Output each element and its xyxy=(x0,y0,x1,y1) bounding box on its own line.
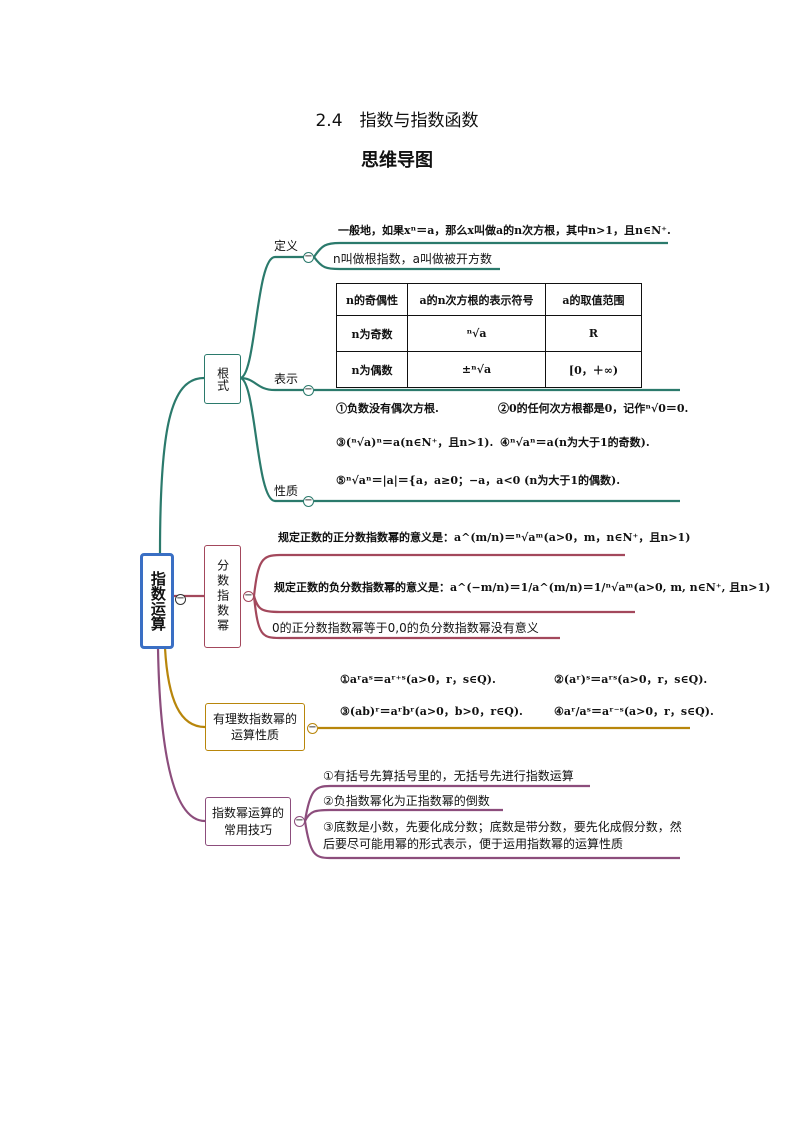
fractional-item: 规定正数的正分数指数幂的意义是：a^(m/n)＝ⁿ√aᵐ(a>0，m，n∈N⁺，… xyxy=(278,531,691,544)
property-item: ①负数没有偶次方根. xyxy=(336,402,439,415)
rational-node[interactable]: 有理数指数幂的运算性质 xyxy=(205,703,305,751)
definition-line-1 xyxy=(313,241,668,258)
properties-label: 性质 xyxy=(274,484,299,498)
fractional-node[interactable]: 分数指数幂 xyxy=(204,545,241,648)
fractional-item: 规定正数的负分数指数幂的意义是：a^(−m/n)＝1/a^(m/n)＝1/ⁿ√a… xyxy=(274,581,771,594)
definition-text: n叫做根指数，a叫做被开方数 xyxy=(333,252,492,266)
table-row: n为偶数 ±ⁿ√a [0，＋∞) xyxy=(336,351,642,388)
property-item: ②0的任何次方根都是0，记作ⁿ√0＝0. xyxy=(498,402,689,415)
property-item: ⑤ⁿ√aⁿ＝|a|＝{a，a≥0；−a，a<0 (n为大于1的偶数). xyxy=(336,474,621,487)
definition-text: 一般地，如果xⁿ＝a，那么x叫做a的n次方根，其中n>1，且n∈N⁺. xyxy=(338,224,671,237)
table-cell: R xyxy=(545,315,642,352)
table-cell: [0，＋∞) xyxy=(545,351,642,388)
table-header-row: n的奇偶性 a的n次方根的表示符号 a的取值范围 xyxy=(336,283,642,316)
tips-item: ③底数是小数，先要化成分数；底数是带分数，要先化成假分数，然后要尽可能用幂的形式… xyxy=(323,820,682,851)
radical-label: 根式 xyxy=(215,367,230,391)
tips-item: ①有括号先算括号里的，无括号先进行指数运算 xyxy=(323,769,574,783)
table-cell: n为奇数 xyxy=(336,315,408,352)
tips-line-3 xyxy=(303,820,680,860)
table-header: a的取值范围 xyxy=(545,283,642,316)
fractional-label: 分数指数幂 xyxy=(215,559,230,634)
collapse-notation-icon[interactable]: − xyxy=(303,384,314,396)
branch-notation xyxy=(239,376,308,392)
table-cell: n为偶数 xyxy=(336,351,408,388)
rational-item: ①aʳaˢ＝aʳ⁺ˢ(a>0，r，s∈Q). xyxy=(340,673,496,686)
collapse-properties-icon[interactable]: − xyxy=(303,495,314,507)
property-item: ④ⁿ√aⁿ＝a(n为大于1的奇数). xyxy=(500,436,650,449)
tips-node[interactable]: 指数幂运算的常用技巧 xyxy=(205,797,291,846)
rational-item: ②(aʳ)ˢ＝aʳˢ(a>0，r，s∈Q). xyxy=(554,673,708,686)
collapse-fractional-icon[interactable]: − xyxy=(243,590,254,602)
fractional-line-2 xyxy=(252,595,635,614)
radical-node[interactable]: 根式 xyxy=(204,354,241,404)
center-label: 指数运算 xyxy=(148,571,167,631)
notation-label: 表示 xyxy=(274,372,299,386)
document-title: 2.4 指数与指数函数 xyxy=(315,111,479,131)
table-cell: ⁿ√a xyxy=(407,315,546,352)
rational-item: ④aʳ/aˢ＝aʳ⁻ˢ(a>0，r，s∈Q). xyxy=(554,705,714,718)
definition-label: 定义 xyxy=(274,239,299,253)
fractional-item: 0的正分数指数幂等于0,0的负分数指数幂没有意义 xyxy=(272,621,539,635)
collapse-center-icon[interactable]: − xyxy=(175,593,186,605)
fractional-line-1 xyxy=(252,553,625,597)
center-node[interactable]: 指数运算 xyxy=(140,553,174,649)
property-item: ③(ⁿ√a)ⁿ＝a(n∈N⁺，且n>1). xyxy=(336,436,494,449)
collapse-tips-icon[interactable]: − xyxy=(294,815,305,827)
notation-table: n的奇偶性 a的n次方根的表示符号 a的取值范围 n为奇数 ⁿ√a R n为偶数… xyxy=(336,283,642,388)
table-header: n的奇偶性 xyxy=(336,283,408,316)
table-cell: ±ⁿ√a xyxy=(407,351,546,388)
collapse-rational-icon[interactable]: − xyxy=(307,722,318,734)
definition-line-2 xyxy=(313,256,500,271)
branch-radical xyxy=(158,376,205,554)
branch-rational xyxy=(163,647,206,729)
branch-properties xyxy=(239,376,308,503)
tips-line-1 xyxy=(303,784,590,822)
rational-item: ③(ab)ʳ＝aʳbʳ(a>0，b>0，r∈Q). xyxy=(340,705,523,718)
tips-line-2 xyxy=(304,808,503,822)
collapse-definition-icon[interactable]: − xyxy=(303,251,314,263)
rational-label: 有理数指数幂的运算性质 xyxy=(212,711,297,742)
branch-tips xyxy=(156,647,206,823)
table-header: a的n次方根的表示符号 xyxy=(407,283,546,316)
branch-definition xyxy=(239,255,308,380)
fractional-line-3 xyxy=(252,595,560,640)
document-subtitle: 思维导图 xyxy=(361,150,433,171)
tips-item: ②负指数幂化为正指数幂的倒数 xyxy=(323,794,490,808)
table-row: n为奇数 ⁿ√a R xyxy=(336,315,642,352)
tips-label: 指数幂运算的常用技巧 xyxy=(211,806,284,837)
